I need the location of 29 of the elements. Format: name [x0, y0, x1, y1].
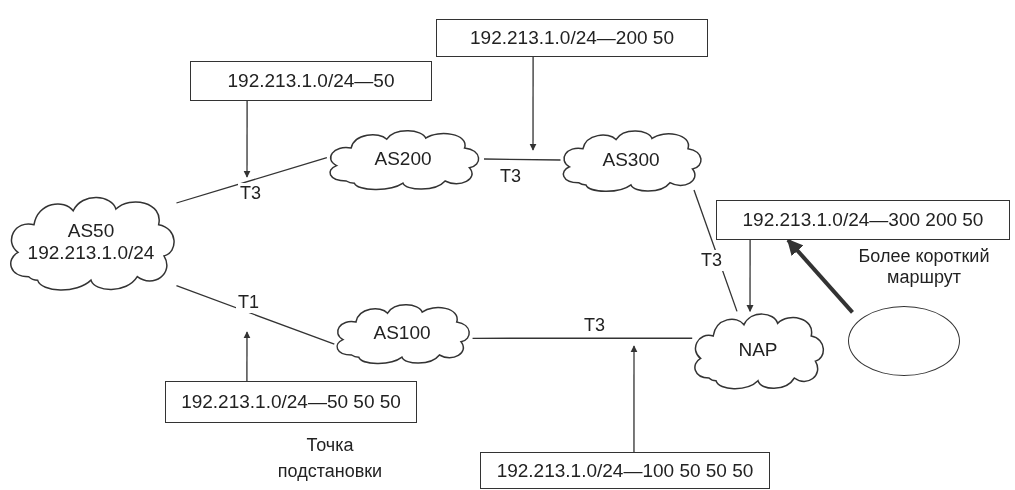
- node-text: 192.213.1.0/24—200 50: [470, 27, 674, 49]
- edge-label: T1: [236, 292, 261, 313]
- pointer-arrow: [243, 331, 251, 382]
- route-box: [165, 381, 417, 423]
- route-box: [716, 200, 1010, 240]
- node-text: 192.213.1.0/24—50: [227, 70, 395, 92]
- node-text: 192.213.1.0/24: [27, 242, 155, 264]
- node-text: 192.213.1.0/24—50 50 50: [181, 391, 401, 413]
- arrow: [746, 239, 754, 313]
- node-title: NAP: [738, 339, 778, 361]
- link-line: [175, 285, 335, 345]
- link-line: [471, 337, 693, 339]
- node-title: AS200: [374, 148, 432, 170]
- route-box: [480, 452, 770, 489]
- node-title: AS100: [373, 322, 431, 344]
- pointer-arrow: [529, 56, 537, 151]
- link-line: [483, 158, 562, 161]
- note-text: Точка подстановки: [276, 434, 384, 483]
- pointer-arrow: [243, 100, 251, 178]
- arrow: [786, 238, 854, 314]
- link-line: [175, 157, 328, 204]
- route-box: [190, 61, 432, 101]
- node-title: AS300: [602, 149, 660, 171]
- edge-label: T3: [699, 250, 724, 271]
- node-title: AS50: [67, 220, 115, 242]
- node-text: 192.213.1.0/24—100 50 50 50: [496, 459, 754, 482]
- pointer-arrow: [630, 345, 638, 453]
- node-text: 192.213.1.0/24—300 200 50: [742, 209, 984, 231]
- route-box: [436, 19, 708, 57]
